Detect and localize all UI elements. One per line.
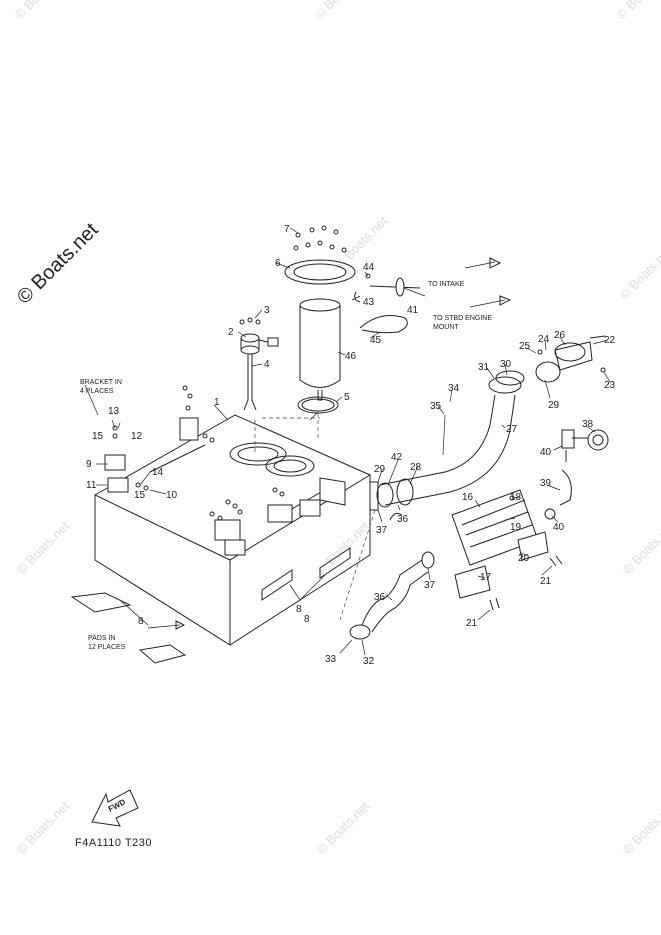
callout-label: 36: [397, 514, 409, 525]
water-separator: [451, 489, 563, 611]
callout-label: 4: [264, 359, 270, 370]
callout-label: 37: [376, 525, 388, 536]
callout-label: 46: [345, 351, 357, 362]
callout-label: 15: [134, 490, 146, 501]
fuel-tank: [93, 414, 372, 646]
callout-label: 8: [296, 604, 302, 615]
tank-brackets: [104, 385, 346, 556]
callout-label: 25: [519, 341, 531, 352]
note-bracket-line1: BRACKET IN: [80, 379, 122, 386]
watermark-group: © Boats.net © Boats.net © Boats.net © Bo…: [12, 0, 661, 857]
watermark: © Boats.net: [14, 518, 73, 577]
callout-label: 30: [500, 359, 512, 370]
callout-label: 3: [264, 305, 270, 316]
callout-label: 6: [275, 258, 281, 269]
callout-label: 27: [506, 424, 518, 435]
drain-hose: [339, 509, 435, 640]
callout-label: 12: [131, 431, 143, 442]
watermark: © Boats.net: [312, 0, 371, 22]
watermark: © Boats.net: [14, 798, 73, 857]
filler-neck: [535, 335, 606, 383]
watermark: © Boats.net: [620, 798, 661, 857]
callout-label: 8: [138, 616, 144, 627]
callout-label: 43: [363, 297, 375, 308]
callout-label: 34: [448, 383, 460, 394]
callout-label: 38: [582, 419, 594, 430]
callout-label: 24: [538, 334, 550, 345]
callout-label: 15: [92, 431, 104, 442]
callout-label: 28: [410, 462, 422, 473]
callout-label: 9: [86, 459, 92, 470]
note-to-stbd-line1: TO STBD ENGINE: [433, 315, 492, 322]
callout-label: 40: [553, 522, 565, 533]
callout-label: 5: [344, 392, 350, 403]
callout-label: 29: [374, 464, 386, 475]
fuel-fitting: [544, 429, 609, 520]
vent-fitting: [354, 257, 512, 334]
callout-label: 2: [228, 327, 234, 338]
callout-leaders: [84, 227, 611, 656]
callout-label: 11: [86, 480, 97, 491]
callout-label: 21: [540, 576, 552, 587]
note-bracket-line2: 4 PLACES: [80, 388, 114, 395]
watermark: © Boats.net: [620, 518, 661, 577]
tank-pads: [70, 574, 326, 664]
callout-label: 23: [604, 380, 616, 391]
callout-label: 14: [152, 467, 164, 478]
callout-label: 45: [370, 335, 382, 346]
callout-label: 35: [430, 401, 442, 412]
filler-hose: [369, 370, 525, 511]
callout-label: 19: [510, 522, 522, 533]
watermark: © Boats.net: [314, 798, 373, 857]
callout-label: 42: [391, 452, 403, 463]
callout-label: 36: [374, 592, 386, 603]
callout-label: 20: [518, 553, 530, 564]
watermark: © Boats.net: [617, 243, 661, 302]
callout-label: 32: [363, 656, 375, 667]
callout-label: 10: [166, 490, 178, 501]
callout-label: 26: [554, 330, 566, 341]
bolt-set: [293, 225, 347, 253]
callout-label: 8: [304, 614, 310, 625]
watermark: © Boats.net: [614, 0, 661, 22]
fuel-sender: [239, 317, 279, 411]
callout-label: 18: [510, 492, 522, 503]
callout-label: 1: [214, 397, 220, 408]
callout-label: 7: [284, 224, 290, 235]
callout-label: 29: [548, 400, 560, 411]
note-to-stbd-line2: MOUNT: [433, 324, 459, 331]
brand-watermark: © Boats.net: [13, 219, 103, 309]
callout-label: 17: [480, 572, 492, 583]
fuel-filter-canister: [262, 225, 356, 440]
callout-label: 31: [478, 362, 490, 373]
callout-numbers: 1 2 3 4 5 6 7 8 8 8 9 10 11 12 13 14 15 …: [86, 224, 616, 667]
note-pads-line2: 12 PLACES: [88, 644, 126, 651]
watermark: © Boats.net: [332, 213, 391, 272]
callout-label: 41: [407, 305, 419, 316]
callout-label: 37: [424, 580, 436, 591]
callout-label: 16: [462, 492, 474, 503]
callout-label: 22: [604, 335, 616, 346]
callout-label: 13: [108, 406, 120, 417]
watermark: © Boats.net: [12, 0, 71, 22]
note-pads-line1: PADS IN: [88, 635, 116, 642]
callout-label: 40: [540, 447, 552, 458]
callout-label: 33: [325, 654, 337, 665]
diagram-notes: TO INTAKE TO STBD ENGINE MOUNT BRACKET I…: [80, 281, 492, 651]
figure-code: F4A1110 T230: [75, 837, 152, 849]
callout-label: 21: [466, 618, 478, 629]
callout-label: 44: [363, 262, 375, 273]
watermark: © Boats.net: [314, 518, 373, 577]
note-to-intake: TO INTAKE: [428, 281, 465, 288]
fwd-arrow-icon: FWD: [91, 789, 139, 827]
callout-label: 39: [540, 478, 552, 489]
